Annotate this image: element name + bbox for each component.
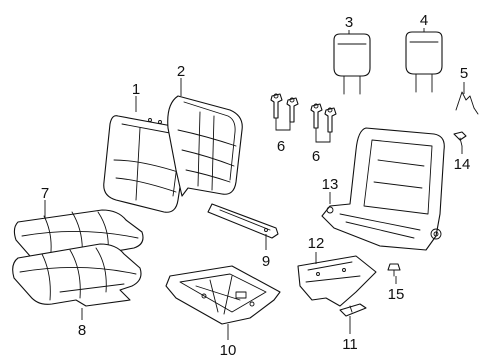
bracket-11 <box>339 303 367 317</box>
callout-10: 10 <box>220 342 237 359</box>
callout-1: 1 <box>132 81 140 98</box>
bolt-14 <box>453 131 467 147</box>
callout-6-left: 6 <box>277 138 285 155</box>
rail-trim-9 <box>207 203 279 239</box>
leader-lines <box>44 28 465 340</box>
headrest-3 <box>333 33 371 95</box>
callout-9: 9 <box>262 253 270 270</box>
callout-4: 4 <box>420 12 428 29</box>
seat-cushion-8 <box>12 243 142 307</box>
seat-back-frame-13 <box>321 127 445 251</box>
callout-5: 5 <box>460 65 468 82</box>
callout-7: 7 <box>41 185 49 202</box>
callout-3: 3 <box>345 14 353 31</box>
seat-back-cover-1 <box>103 115 187 213</box>
headrest-guides-6a <box>270 93 299 123</box>
callout-15: 15 <box>388 286 405 303</box>
cover-plate-12 <box>297 255 377 307</box>
callout-labels: 1 2 3 4 5 6 6 7 8 9 10 11 12 13 14 15 <box>41 12 471 359</box>
callout-8: 8 <box>78 322 86 339</box>
callout-2: 2 <box>177 63 185 80</box>
callout-14: 14 <box>454 156 471 173</box>
seat-frame-10 <box>165 265 281 325</box>
callout-11: 11 <box>342 336 358 353</box>
nut-15 <box>387 263 401 277</box>
headrest-guides-6b <box>310 103 337 133</box>
headrest-4 <box>405 31 443 93</box>
callout-12: 12 <box>308 235 325 252</box>
spring-clip-5 <box>455 91 479 115</box>
callout-13: 13 <box>322 176 339 193</box>
callout-6-right: 6 <box>312 148 320 165</box>
seat-back-cover-2 <box>167 95 243 197</box>
